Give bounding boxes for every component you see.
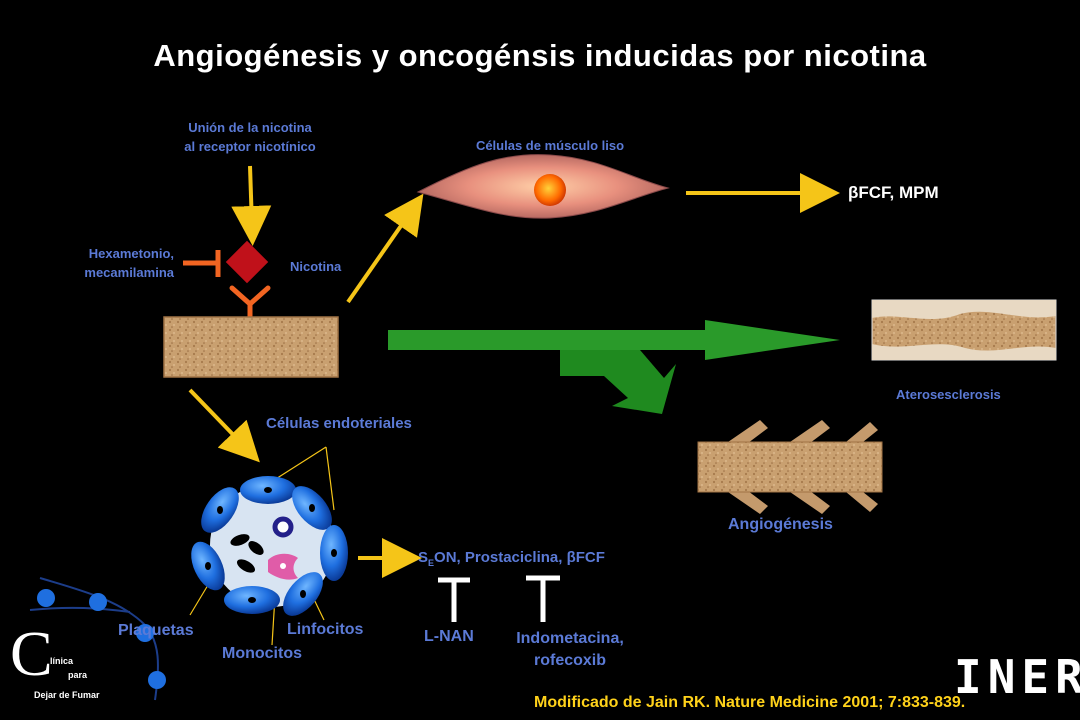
label-smooth-muscle: Células de músculo liso: [475, 138, 625, 153]
platelet-icon: [230, 534, 264, 573]
logo-dna-icon: [29, 577, 166, 701]
label-endoteliales: Células endoteriales: [266, 415, 412, 432]
nicotine-icon: [225, 240, 269, 284]
label-union-receptor: Unión de la nicotina al receptor nicotín…: [150, 118, 350, 156]
monocyte-icon: [272, 516, 294, 538]
citation: Modificado de Jain RK. Nature Medicine 2…: [534, 694, 966, 711]
label-indo-line2: rofecoxib: [533, 652, 606, 669]
label-union-line2: al receptor nicotínico: [184, 139, 316, 154]
label-angiogenesis: Angiogénesis: [728, 516, 833, 533]
label-bfcf-mpm: βFCF, MPM: [848, 183, 939, 202]
label-indo-line1: Indometacina,: [516, 630, 624, 647]
logo-letter: C: [10, 618, 53, 689]
inhibitor-indometacina: [526, 575, 560, 622]
arrow-union-to-receptor: [231, 165, 272, 246]
page-title: Angiogénesis y oncogénsis inducidas por …: [153, 38, 927, 73]
logo-line1: línica: [50, 656, 74, 666]
label-aterosclerosis: Aterosesclerosis: [896, 387, 1001, 402]
label-hexa-line2: mecamilamina: [84, 265, 174, 280]
green-branch-arrow-icon: [388, 320, 840, 414]
angiogenesis-vessel-icon: [697, 420, 883, 514]
inhibitor-lnan: [438, 577, 470, 622]
label-lnan: L-NAN: [424, 628, 474, 645]
label-union-line1: Unión de la nicotina: [188, 120, 312, 135]
arrow-to-endothelial: [188, 388, 260, 463]
label-nicotina: Nicotina: [290, 259, 342, 274]
tissue-block: [163, 316, 339, 378]
label-seon-sub: E: [428, 558, 435, 568]
cell-nucleus-icon: [534, 174, 566, 206]
arrow-to-smooth-muscle: [346, 193, 424, 304]
label-monocitos: Monocitos: [222, 645, 302, 662]
logo-line2: para: [68, 670, 88, 680]
label-indometacina: Indometacina, rofecoxib: [500, 628, 640, 672]
pointer-endo-1: [270, 446, 327, 483]
label-plaquetas: Plaquetas: [118, 622, 194, 639]
label-seon-rest: ON, Prostaciclina, βFCF: [434, 549, 605, 566]
pointer-endo-2: [325, 446, 335, 511]
endothelial-cross-section-icon: [191, 476, 348, 616]
label-linfocitos: Linfocitos: [287, 621, 364, 638]
label-hexa-line1: Hexametonio,: [88, 246, 174, 261]
inhibitor-hexametonio: [183, 250, 221, 277]
label-seon-s: S: [418, 549, 429, 566]
atherosclerosis-vessel-icon: [871, 299, 1057, 361]
iner-logo: INER: [954, 650, 1080, 704]
logo-line3: Dejar de Fumar: [34, 690, 100, 700]
label-seon-prostaciclina: SEON, Prostaciclina, βFCF: [418, 549, 605, 568]
label-hexametonio: Hexametonio, mecamilamina: [50, 244, 174, 282]
